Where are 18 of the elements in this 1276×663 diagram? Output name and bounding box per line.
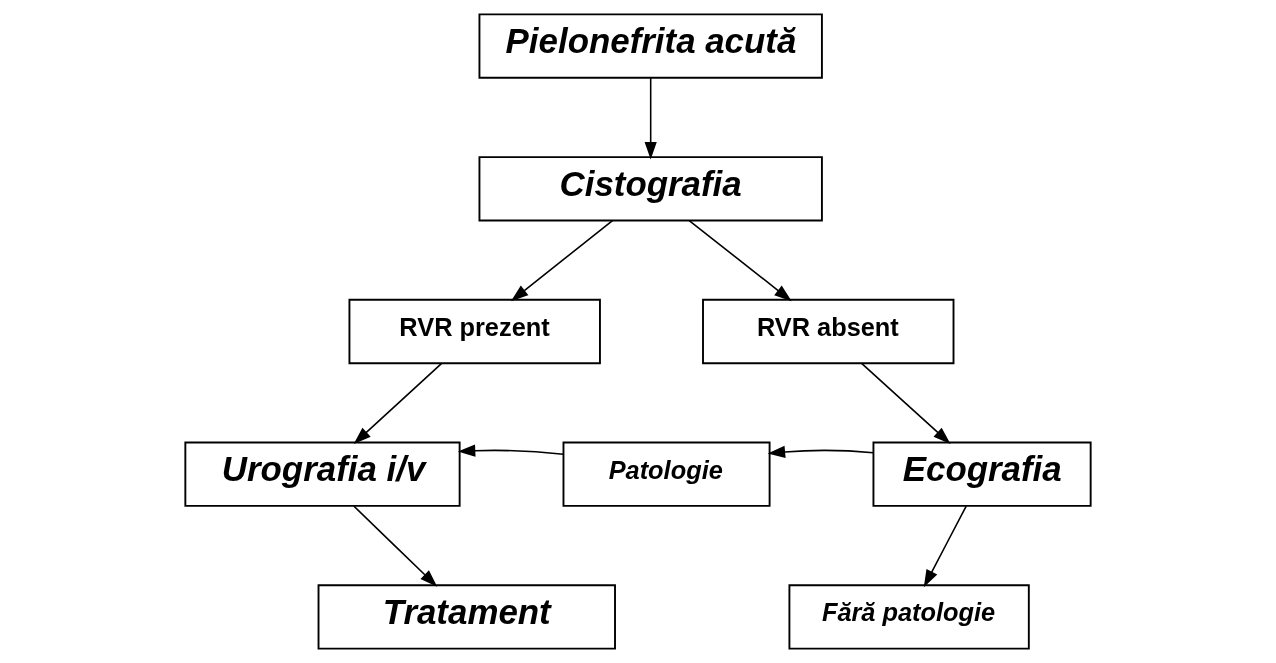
arrow [688,219,792,302]
arrow [457,444,565,457]
node-box: Tratament [317,584,616,650]
node-box: Pielonefrita acută [478,13,823,79]
arrow [644,77,657,160]
arrow [767,445,874,458]
arrow [923,505,968,588]
arrow [510,219,614,302]
node-box: Patologie [562,441,771,507]
node-box: RVR prezent [348,298,601,365]
arrow [353,505,438,587]
node-box: Fără patologie [788,584,1030,650]
node-box: Ecografia [872,441,1092,507]
arrow [860,362,951,444]
arrow [353,362,443,444]
node-box: Urografia i/v [184,441,461,507]
node-box: RVR absent [702,298,955,365]
node-box: Cistografia [478,156,823,222]
